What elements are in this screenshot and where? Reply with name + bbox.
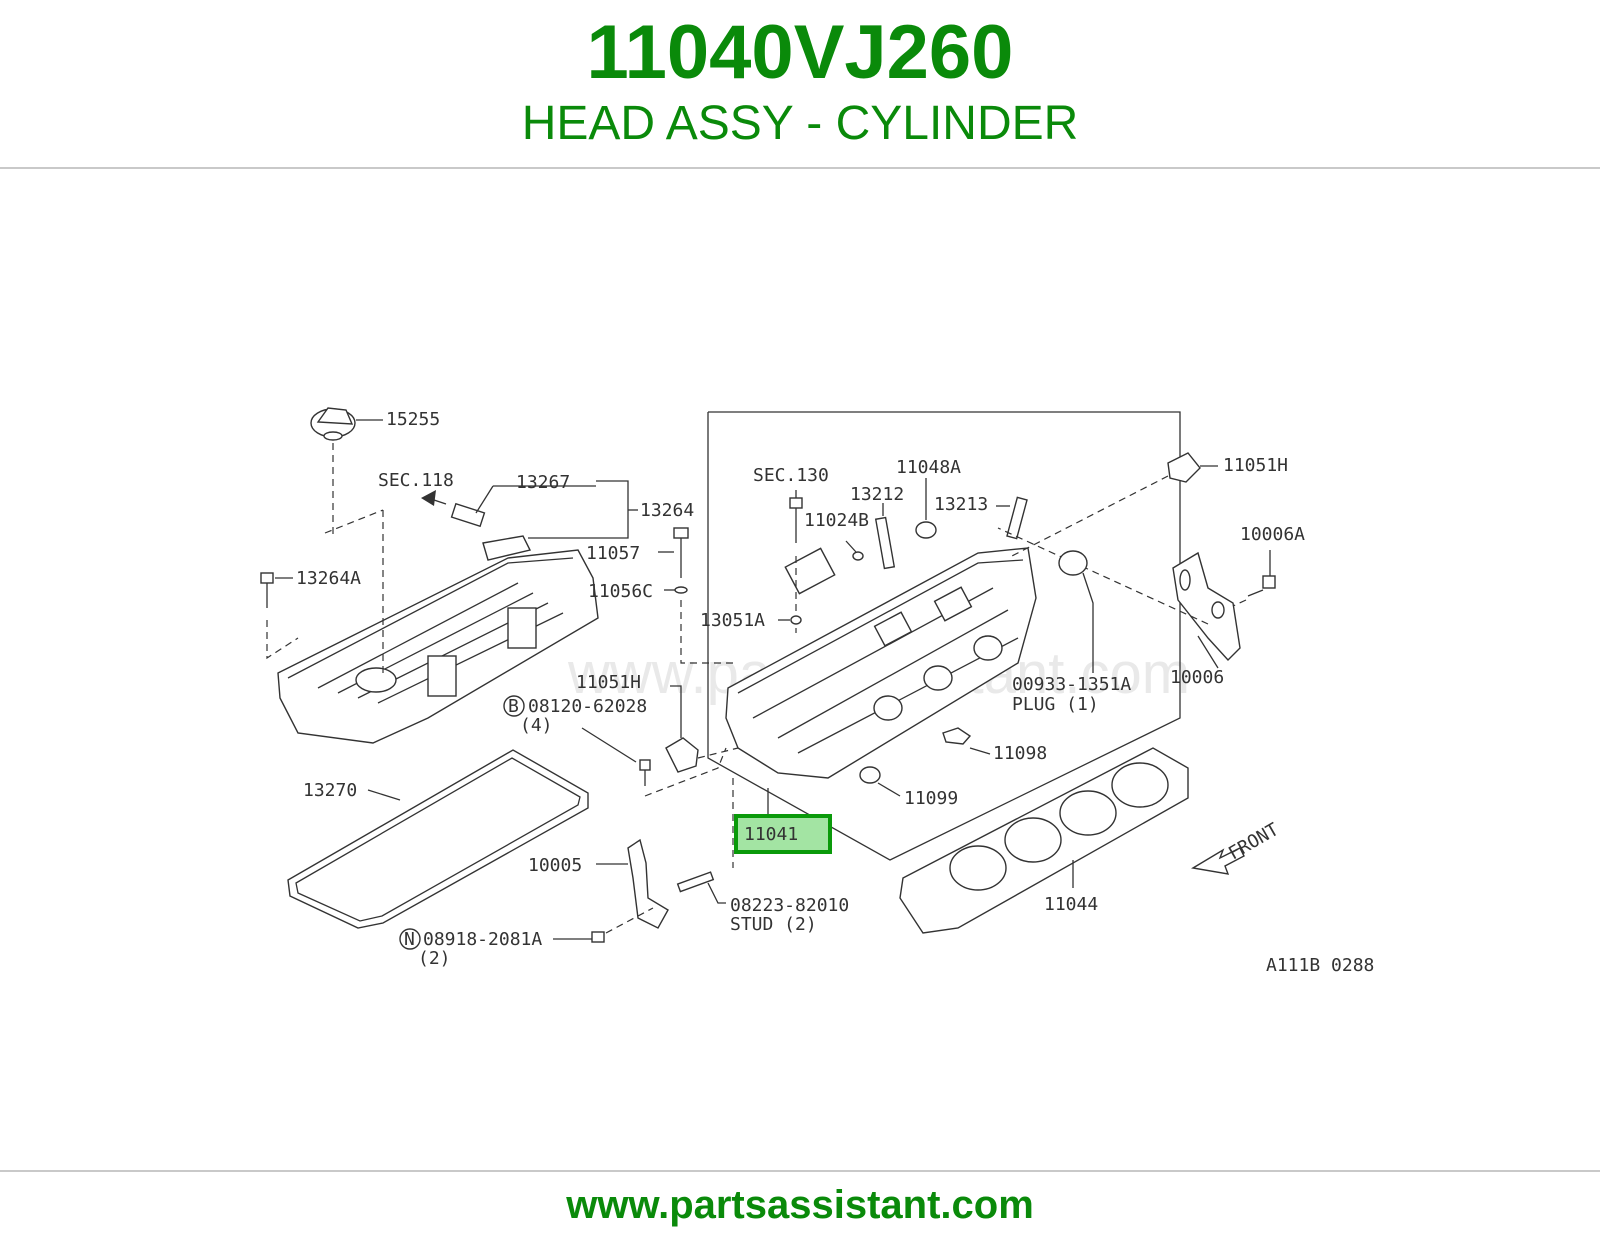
dowel-pin: [852, 551, 864, 561]
callout-13264: 13264: [640, 500, 694, 521]
highlight-11041[interactable]: [734, 814, 832, 854]
callout-08120: 08120-62028: [528, 696, 647, 717]
part-number-title: 11040VJ260: [586, 10, 1014, 95]
footer-divider: [0, 1170, 1600, 1172]
front-arrow-icon: [1191, 847, 1245, 875]
callout-11056c: 11056C: [588, 581, 653, 602]
seal-11048a: [915, 521, 937, 539]
callout-sec130: SEC.130: [753, 465, 829, 486]
bolt-11057: [673, 527, 689, 578]
oil-filler-cap: [310, 407, 356, 441]
callout-11051h-left: 11051H: [576, 672, 641, 693]
callout-11057: 11057: [586, 543, 640, 564]
callout-13264a: 13264A: [296, 568, 361, 589]
bracket-10005: [627, 838, 669, 929]
callout-11051h-top: 11051H: [1223, 455, 1288, 476]
part-description: HEAD ASSY - CYLINDER: [521, 97, 1079, 150]
callout-13267: 13267: [516, 472, 570, 493]
rocker-cover-gasket: [287, 749, 589, 929]
callout-13212: 13212: [850, 484, 904, 505]
plug-00933: [1058, 550, 1088, 576]
arrow-icon: [421, 490, 436, 506]
callout-08918-qty: (2): [418, 948, 451, 969]
cap-11098: [942, 727, 972, 745]
callout-00933: 00933-1351A: [1012, 674, 1131, 695]
seal-11099: [859, 766, 881, 784]
washer-11056c: [674, 586, 688, 594]
callout-13213: 13213: [934, 494, 988, 515]
callout-10006a: 10006A: [1240, 524, 1305, 545]
figure-code: A111B 0288: [1266, 955, 1374, 976]
callout-11098: 11098: [993, 743, 1047, 764]
callout-plug: PLUG (1): [1012, 694, 1099, 715]
callout-13270: 13270: [303, 780, 357, 801]
bolt-10006a: [1247, 575, 1276, 597]
callout-11024b: 11024B: [804, 510, 869, 531]
callout-10005: 10005: [528, 855, 582, 876]
parts-diagram: www.partsassistant.com: [178, 338, 1418, 1018]
cylinder-head: [725, 547, 1037, 779]
circle-n-letter: N: [404, 929, 415, 950]
bolt-13264a: [260, 572, 274, 608]
nut-08918: [591, 931, 605, 943]
plug-11051h-left: [665, 737, 699, 773]
callout-08120-qty: (4): [520, 715, 553, 736]
callout-13051a: 13051A: [700, 610, 765, 631]
callout-15255: 15255: [386, 409, 440, 430]
callout-11044: 11044: [1044, 894, 1098, 915]
header: 11040VJ260 HEAD ASSY - CYLINDER: [0, 0, 1600, 168]
head-gasket: [899, 747, 1189, 934]
circle-b-letter: B: [508, 696, 519, 717]
stud-08223: [676, 871, 715, 893]
footer-website[interactable]: www.partsassistant.com: [566, 1183, 1034, 1227]
assembly-frame: [707, 411, 1181, 861]
callout-11041[interactable]: 11041: [744, 824, 798, 845]
plug-13051a: [790, 615, 802, 625]
plug-11051h-top: [1167, 452, 1201, 483]
callout-10006: 10006: [1170, 667, 1224, 688]
callout-stud: STUD (2): [730, 914, 817, 935]
bolt-08120: [639, 759, 651, 786]
valve-guide-13213: [1006, 496, 1028, 540]
callout-sec118: SEC.118: [378, 470, 454, 491]
valve-guide-13212: [874, 516, 896, 570]
circle-n-icon: [399, 928, 421, 950]
callout-08918: 08918-2081A: [423, 929, 542, 950]
header-divider: [0, 167, 1600, 169]
callout-11048a: 11048A: [896, 457, 961, 478]
rocker-cover: [277, 535, 599, 744]
callout-11099: 11099: [904, 788, 958, 809]
callout-08223: 08223-82010: [730, 895, 849, 916]
circle-b-icon: [503, 695, 525, 717]
